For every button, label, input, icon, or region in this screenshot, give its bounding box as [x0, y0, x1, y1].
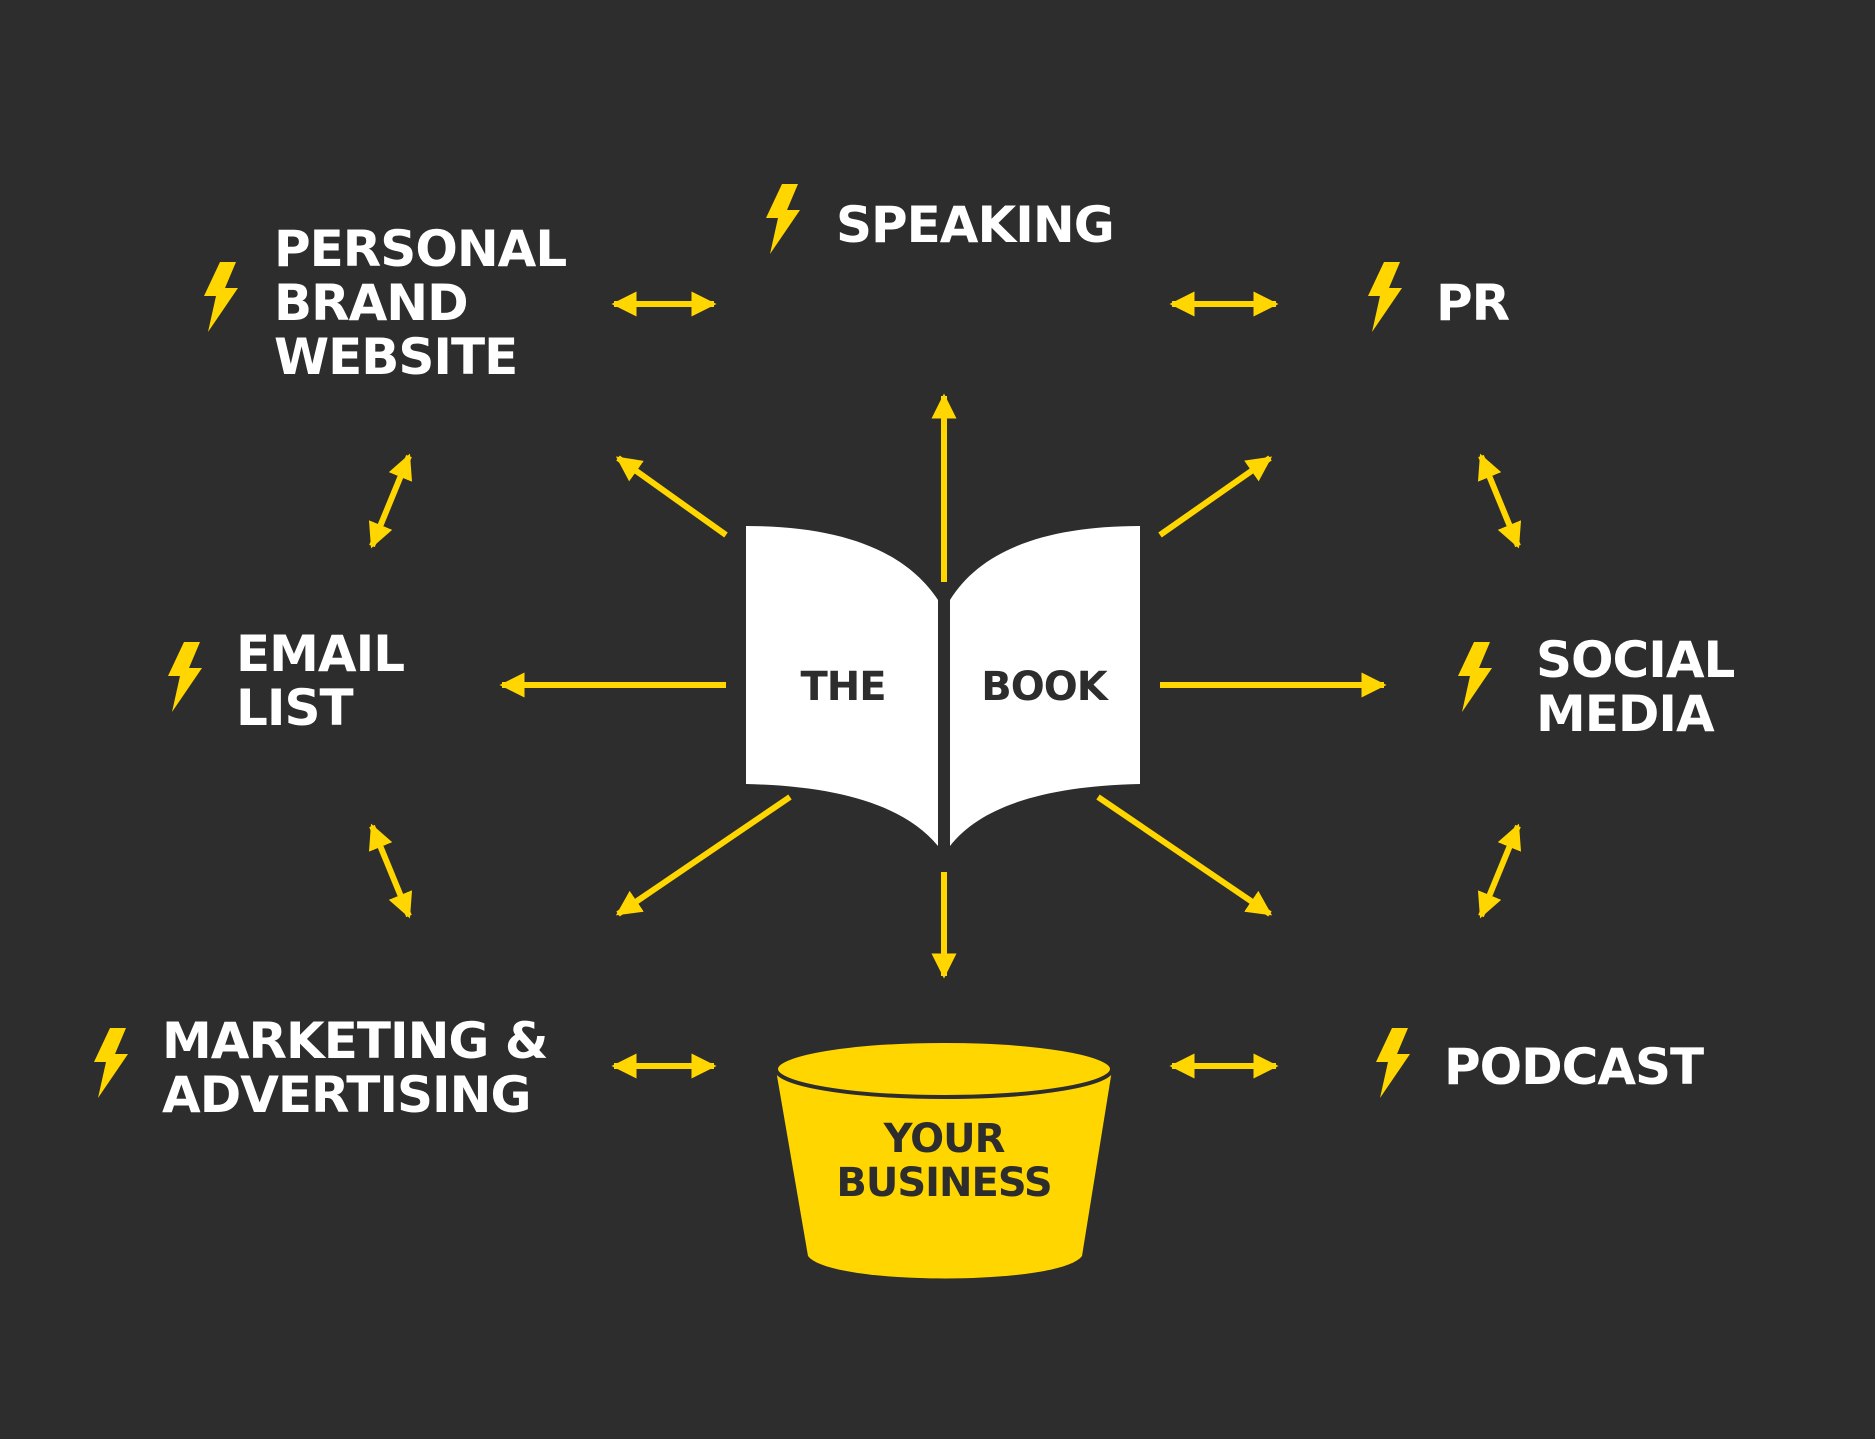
arrow-book-to-pr [1158, 455, 1273, 538]
node-email-list: EMAIL LIST [168, 625, 405, 737]
lightning-bolt-icon [204, 262, 238, 332]
arrow-pr-social-media [1477, 453, 1522, 549]
arrow-book-to-marketing-advertising [615, 794, 792, 917]
lightning-bolt-icon [1368, 262, 1402, 332]
node-label-line: SPEAKING [836, 196, 1114, 254]
bucket-rim [774, 1039, 1114, 1099]
arrow-social-podcast [1477, 823, 1522, 919]
node-label-line: SOCIAL [1536, 631, 1735, 689]
arrow-email-marketing [368, 823, 413, 919]
book-right-page [950, 526, 1140, 846]
business-label-line2: BUSINESS [836, 1160, 1051, 1206]
lightning-bolt-icon [168, 642, 202, 712]
node-label-line: ADVERTISING [162, 1066, 531, 1124]
arrow-book-to-podcast [1096, 794, 1273, 917]
node-label-line: PR [1436, 274, 1510, 332]
node-label-line: MEDIA [1536, 685, 1715, 743]
node-podcast: PODCAST [1376, 1028, 1705, 1098]
lightning-bolt-icon [1458, 642, 1492, 712]
lightning-bolt-icon [1376, 1028, 1410, 1098]
lightning-bolt-icon [766, 184, 800, 254]
node-pr: PR [1368, 262, 1511, 332]
node-label-line: LIST [236, 679, 353, 737]
book-left-page [746, 526, 938, 846]
book-arrows [499, 393, 1387, 979]
node-speaking: SPEAKING [766, 184, 1115, 254]
node-label-line: PODCAST [1444, 1038, 1704, 1096]
node-label-line: PERSONAL [274, 220, 566, 278]
node-personal-brand-website: PERSONAL BRAND WEBSITE [204, 220, 567, 386]
node-label-line: EMAIL [236, 625, 404, 683]
lightning-bolt-icon [94, 1028, 128, 1098]
book-label-the: THE [800, 664, 885, 710]
business-label-line1: YOUR [883, 1116, 1005, 1162]
node-label-line: WEBSITE [274, 328, 517, 386]
open-book: THE BOOK [746, 526, 1140, 846]
book-label-book: BOOK [981, 664, 1109, 710]
business-bucket: YOUR BUSINESS [774, 1039, 1114, 1279]
bucket-body [776, 1070, 1112, 1279]
node-social-media: SOCIAL MEDIA [1458, 631, 1736, 743]
arrow-personal-brand-email [368, 453, 413, 549]
arrow-book-to-personal-brand-website [615, 455, 728, 538]
node-marketing-advertising: MARKETING & ADVERTISING [94, 1012, 548, 1124]
node-label-line: MARKETING & [162, 1012, 547, 1070]
node-label-line: BRAND [274, 274, 468, 332]
ring-arrows [368, 291, 1522, 1079]
